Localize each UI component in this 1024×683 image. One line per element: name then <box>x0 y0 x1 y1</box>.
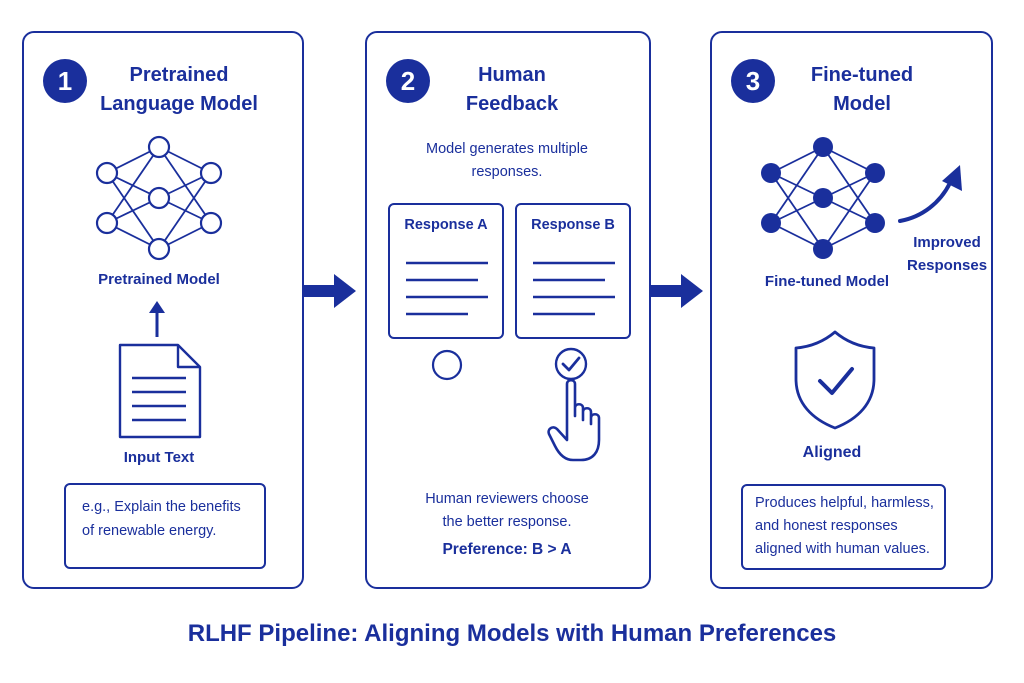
check-circle-icon[interactable] <box>553 346 589 382</box>
response-b-text-lines <box>533 261 615 316</box>
input-text-label: Input Text <box>123 449 195 466</box>
step-1-title: Pretrained Language Model <box>74 61 284 119</box>
step-1-title-line2: Language Model <box>100 93 258 115</box>
improved-line-1: Improved <box>913 234 981 251</box>
diagram-caption: RLHF Pipeline: Aligning Models with Huma… <box>187 620 837 647</box>
response-a-text-lines <box>406 261 488 316</box>
step-3-badge: 3 <box>731 59 775 103</box>
step-2-title: Human Feedback <box>427 61 597 119</box>
reviewer-instructions: Human reviewers choose the better respon… <box>387 488 627 534</box>
result-line-3: aligned with human values. <box>755 541 930 557</box>
intro-line-1: Model generates multiple <box>425 141 588 157</box>
step-1-title-line1: Pretrained <box>129 64 229 86</box>
radio-empty-icon[interactable] <box>431 349 463 381</box>
right-arrow-icon <box>304 274 356 308</box>
result-box: Produces helpful, harmless, and honest r… <box>741 484 946 570</box>
pretrained-model-label: Pretrained Model <box>98 271 220 288</box>
up-arrow-icon <box>149 301 165 337</box>
filled-neural-network-icon <box>761 137 885 259</box>
generation-intro: Model generates multiple responses. <box>387 138 627 184</box>
result-line-1: Produces helpful, harmless, <box>755 495 934 511</box>
step-3-title: Fine-tuned Model <box>777 61 947 119</box>
example-line-2: of renewable energy. <box>82 523 217 539</box>
step-3-title-line2: Model <box>833 93 891 115</box>
example-prompt-box: e.g., Explain the benefits of renewable … <box>64 483 266 569</box>
document-icon <box>118 343 202 439</box>
step-2-title-line2: Feedback <box>465 93 559 115</box>
pointing-hand-icon <box>547 378 601 462</box>
step-1-panel: 1 Pretrained Language Model <box>22 31 304 589</box>
neural-network-icon <box>95 135 223 261</box>
improved-responses-label: Improved Responses <box>907 231 987 277</box>
reviewer-line-2: the better response. <box>442 514 572 530</box>
improved-line-2: Responses <box>907 257 988 274</box>
intro-line-2: responses. <box>471 164 543 180</box>
response-a-card[interactable]: Response A <box>388 203 504 339</box>
response-b-label: Response B <box>531 217 615 233</box>
shield-check-icon <box>794 330 876 430</box>
fine-tuned-model-label: Fine-tuned Model <box>764 273 890 290</box>
step-2-panel: 2 Human Feedback Model generates multipl… <box>365 31 651 589</box>
step-1-badge: 1 <box>43 59 87 103</box>
reviewer-line-1: Human reviewers choose <box>425 491 589 507</box>
result-line-2: and honest responses <box>755 518 898 534</box>
preference-result: Preference: B > A <box>442 541 572 558</box>
curved-arrow-icon <box>898 165 962 223</box>
right-arrow-icon <box>651 274 703 308</box>
step-3-title-line1: Fine-tuned <box>810 64 914 86</box>
step-2-title-line1: Human <box>478 64 546 86</box>
response-a-label: Response A <box>404 217 488 233</box>
response-b-card[interactable]: Response B <box>515 203 631 339</box>
example-line-1: e.g., Explain the benefits <box>82 499 241 515</box>
step-2-badge: 2 <box>386 59 430 103</box>
step-3-panel: 3 Fine-tuned Model <box>710 31 993 589</box>
aligned-label: Aligned <box>802 444 862 461</box>
